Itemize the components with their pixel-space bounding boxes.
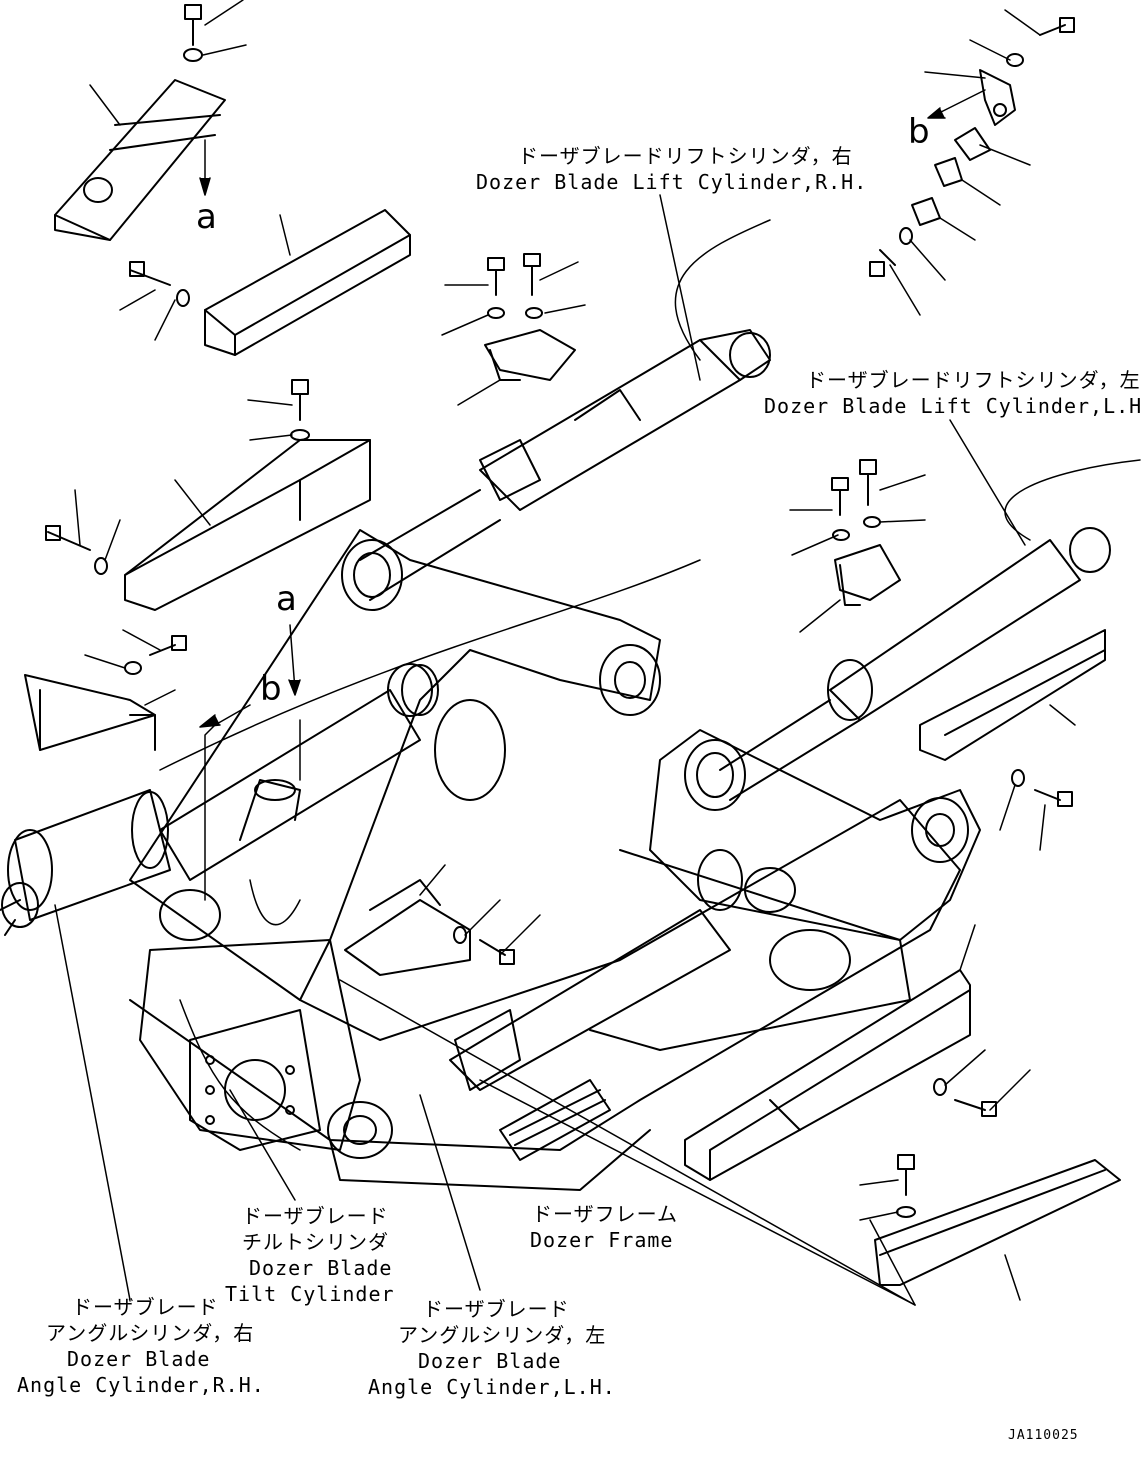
guard-center — [344, 879, 471, 976]
label-angle-cylinder-right-jp-1: ドーザブレード — [72, 1295, 219, 1319]
fasteners — [45, 4, 1075, 1218]
label-angle-cylinder-right-en-2: Angle Cylinder,R.H. — [17, 1373, 265, 1397]
view-letter-b-top: b — [908, 112, 930, 152]
leader-lines — [54, 0, 1076, 1306]
view-letter-b-mid: b — [260, 669, 282, 709]
label-lift-cylinder-right-en: Dozer Blade Lift Cylinder,R.H. — [476, 170, 868, 194]
label-angle-cylinder-left-en-2: Angle Cylinder,L.H. — [368, 1375, 616, 1399]
angle-cylinder-left-drawing — [449, 849, 743, 1091]
label-angle-cylinder-left-en-1: Dozer Blade — [418, 1349, 562, 1373]
label-lift-cylinder-left-jp: ドーザブレードリフトシリンダ，左 — [806, 368, 1141, 392]
lift-cylinder-right-drawing — [359, 329, 771, 601]
drawing-code: JA110025 — [1008, 1428, 1079, 1443]
cover-channel-2 — [124, 439, 371, 611]
label-tilt-cylinder-en-1: Dozer Blade — [249, 1256, 393, 1280]
label-dozer-frame-en: Dozer Frame — [530, 1228, 674, 1252]
label-tilt-cylinder-jp-2: チルトシリンダ — [242, 1230, 389, 1254]
view-arrows — [199, 89, 986, 901]
view-letter-a-top: a — [196, 197, 217, 237]
label-lift-cylinder-left-en: Dozer Blade Lift Cylinder,L.H. — [764, 394, 1141, 418]
cover-top-left — [54, 79, 226, 241]
label-tilt-cylinder-en-2: Tilt Cylinder — [225, 1282, 395, 1306]
tilt-cylinder-drawing — [159, 664, 439, 941]
lift-cylinder-left-drawing — [719, 527, 1111, 801]
cover-strip-bottom-right — [874, 1159, 1121, 1286]
cover-channel-1 — [204, 209, 411, 356]
label-angle-cylinder-right-en-1: Dozer Blade — [67, 1347, 211, 1371]
label-tilt-cylinder-jp-1: ドーザブレード — [242, 1204, 389, 1228]
dozer-frame — [129, 529, 981, 1191]
view-letter-a-mid: a — [276, 579, 297, 619]
hoses — [159, 219, 1141, 1151]
bracket-mid-right — [834, 544, 901, 606]
label-lift-cylinder-right-jp: ドーザブレードリフトシリンダ，右 — [518, 144, 853, 168]
bracket-top — [484, 329, 576, 381]
label-angle-cylinder-left-jp-1: ドーザブレード — [423, 1297, 570, 1321]
label-dozer-frame-jp: ドーザフレーム — [532, 1202, 678, 1226]
cover-plate-left — [24, 674, 156, 751]
label-angle-cylinder-left-jp-2: アングルシリンダ，左 — [398, 1323, 607, 1347]
cover-channel-bottom-right — [684, 969, 971, 1181]
angle-cylinder-right-drawing — [0, 789, 171, 936]
cover-channel-right — [919, 629, 1106, 761]
label-angle-cylinder-right-jp-2: アングルシリンダ，右 — [46, 1321, 255, 1345]
